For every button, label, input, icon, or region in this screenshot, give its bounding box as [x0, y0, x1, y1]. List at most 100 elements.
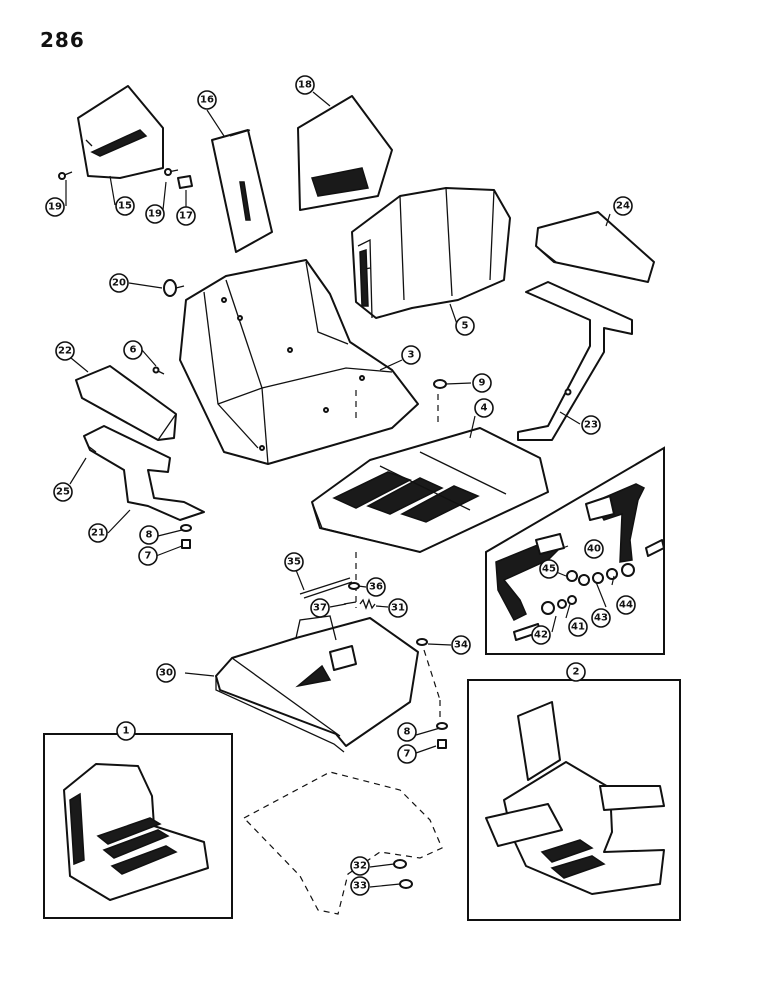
svg-text:4: 4	[481, 403, 488, 414]
callout-6: 6	[123, 340, 143, 360]
callout-9: 9	[472, 373, 492, 393]
callout-45: 45	[539, 559, 559, 579]
callout-36: 36	[366, 577, 386, 597]
svg-text:41: 41	[571, 622, 585, 633]
svg-text:45: 45	[542, 564, 556, 575]
inset-1-box	[43, 733, 233, 919]
callout-22: 22	[55, 341, 75, 361]
part-20-knob	[163, 279, 185, 297]
inset-2-label: 2	[566, 662, 586, 682]
svg-text:8: 8	[404, 727, 411, 738]
part-4-seat-cushion	[311, 427, 549, 553]
part-7-bolt	[181, 539, 447, 749]
svg-text:44: 44	[619, 600, 633, 611]
svg-text:20: 20	[112, 278, 126, 289]
svg-text:3: 3	[408, 350, 415, 361]
part-33-nut	[399, 879, 413, 889]
callout-21: 21	[88, 523, 108, 543]
part-3-seat-pan	[179, 259, 419, 465]
part-8-washer	[180, 524, 448, 730]
callout-40: 40	[584, 539, 604, 559]
callout-30: 30	[156, 663, 176, 683]
svg-text:7: 7	[404, 749, 411, 760]
svg-text:43: 43	[594, 613, 608, 624]
callout-31: 31	[388, 598, 408, 618]
svg-text:1: 1	[123, 726, 130, 737]
callout-33: 33	[350, 876, 370, 896]
svg-text:30: 30	[159, 668, 173, 679]
svg-text:2: 2	[573, 667, 580, 678]
callout-42: 42	[531, 625, 551, 645]
callout-8-left: 8	[139, 525, 159, 545]
svg-text:16: 16	[200, 95, 214, 106]
inset-2-box	[467, 679, 681, 921]
part-23-armrest-bracket	[517, 281, 633, 441]
callout-16: 16	[197, 90, 217, 110]
callout-41: 41	[568, 617, 588, 637]
callout-18: 18	[295, 75, 315, 95]
callout-34: 34	[451, 635, 471, 655]
part-16-bracket	[211, 129, 273, 253]
svg-text:8: 8	[146, 530, 153, 541]
svg-text:33: 33	[353, 881, 367, 892]
part-5-back-cushion	[351, 187, 511, 319]
part-6-screw	[152, 366, 165, 375]
svg-text:19: 19	[48, 202, 62, 213]
callout-37: 37	[310, 598, 330, 618]
callout-24: 24	[613, 196, 633, 216]
svg-text:34: 34	[454, 640, 468, 651]
svg-text:22: 22	[58, 346, 72, 357]
callout-32: 32	[350, 856, 370, 876]
svg-text:7: 7	[145, 551, 152, 562]
inset-1-label: 1	[116, 721, 136, 741]
part-22-armrest-pad	[75, 365, 177, 441]
part-37-pin	[343, 601, 357, 605]
callout-17: 17	[176, 206, 196, 226]
svg-text:25: 25	[56, 487, 70, 498]
svg-text:32: 32	[353, 861, 367, 872]
svg-text:17: 17	[179, 211, 193, 222]
svg-text:35: 35	[287, 557, 301, 568]
svg-text:21: 21	[91, 528, 105, 539]
svg-text:19: 19	[148, 209, 162, 220]
callout-15: 15	[115, 196, 135, 216]
lower-support-dashed	[243, 771, 443, 915]
svg-text:40: 40	[587, 544, 601, 555]
part-15-left-shield	[77, 85, 164, 179]
svg-text:36: 36	[369, 582, 383, 593]
part-32-washer	[393, 859, 407, 869]
svg-text:9: 9	[479, 378, 486, 389]
svg-text:37: 37	[313, 603, 327, 614]
part-35-rod	[299, 577, 353, 599]
svg-text:42: 42	[534, 630, 548, 641]
part-25-screw	[87, 445, 97, 453]
callout-19-right: 19	[145, 204, 165, 224]
part-30-seat-base	[215, 615, 419, 753]
callout-4: 4	[474, 398, 494, 418]
callout-19-left: 19	[45, 197, 65, 217]
svg-text:23: 23	[584, 420, 598, 431]
callout-8-right: 8	[397, 722, 417, 742]
part-36-washer	[348, 582, 360, 590]
seat-belt-kit-box	[485, 446, 665, 655]
leader-lines	[65, 91, 615, 888]
part-9-nut	[433, 379, 447, 389]
part-34-nut	[416, 638, 428, 646]
callout-23: 23	[581, 415, 601, 435]
callout-35: 35	[284, 552, 304, 572]
svg-text:24: 24	[616, 201, 630, 212]
part-19-screw	[58, 168, 179, 180]
callout-43: 43	[591, 608, 611, 628]
part-24-armrest-pad	[535, 211, 655, 283]
callout-7-right: 7	[397, 744, 417, 764]
callout-20: 20	[109, 273, 129, 293]
svg-text:15: 15	[118, 201, 132, 212]
part-31-spring	[359, 598, 376, 610]
callout-7-left: 7	[138, 546, 158, 566]
callout-3: 3	[401, 345, 421, 365]
svg-text:5: 5	[462, 321, 469, 332]
part-21-armrest-bracket	[83, 425, 205, 521]
part-18-right-shield	[297, 95, 393, 211]
part-17-clip	[177, 175, 193, 189]
